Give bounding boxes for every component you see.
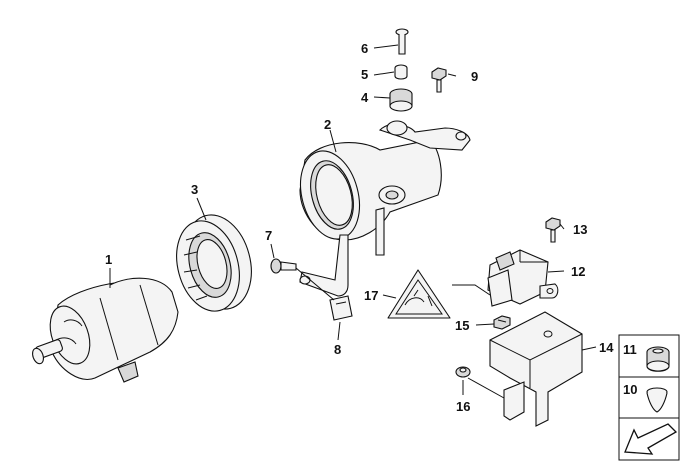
part-5-spacer bbox=[394, 64, 408, 80]
part-15-screw bbox=[493, 315, 511, 330]
part-7-screw bbox=[270, 258, 297, 274]
arrow-down-left-icon bbox=[624, 423, 678, 455]
callouts: 1 3 2 4 5 6 9 7 8 13 12 17 15 14 16 bbox=[105, 41, 614, 414]
callout-16: 16 bbox=[456, 399, 470, 414]
callout-6: 6 bbox=[361, 41, 368, 56]
part-6-bolt bbox=[395, 28, 409, 55]
part-16-rivet-nut bbox=[455, 366, 471, 378]
legend-11-label: 11 bbox=[623, 342, 637, 357]
part-1-motor bbox=[32, 277, 179, 383]
callout-2: 2 bbox=[324, 117, 331, 132]
callout-7: 7 bbox=[265, 228, 272, 243]
part-2-bracket bbox=[299, 120, 471, 297]
grommet-11-icon bbox=[646, 346, 670, 372]
clip-10-icon bbox=[646, 387, 668, 413]
callout-8: 8 bbox=[334, 342, 341, 357]
part-8-clip-nut bbox=[329, 295, 353, 321]
callout-12: 12 bbox=[571, 264, 585, 279]
part-17-warning-label bbox=[387, 269, 491, 319]
callout-9: 9 bbox=[471, 69, 478, 84]
callout-15: 15 bbox=[455, 318, 469, 333]
callout-17: 17 bbox=[364, 288, 378, 303]
callout-3: 3 bbox=[191, 182, 198, 197]
part-14-mounting-bracket bbox=[489, 311, 583, 427]
part-9-screw bbox=[431, 67, 447, 93]
callout-14: 14 bbox=[599, 340, 614, 355]
callout-1: 1 bbox=[105, 252, 112, 267]
callout-4: 4 bbox=[361, 90, 369, 105]
part-13-screw bbox=[545, 217, 561, 243]
legend-10-label: 10 bbox=[623, 382, 637, 397]
callout-13: 13 bbox=[573, 222, 587, 237]
part-3-gear-ring bbox=[176, 214, 252, 312]
part-12-sensor bbox=[487, 249, 559, 307]
leader-lines bbox=[109, 44, 597, 399]
part-4-rubber-mount bbox=[389, 88, 413, 112]
callout-5: 5 bbox=[361, 67, 368, 82]
legend-box: 11 10 bbox=[618, 334, 680, 461]
